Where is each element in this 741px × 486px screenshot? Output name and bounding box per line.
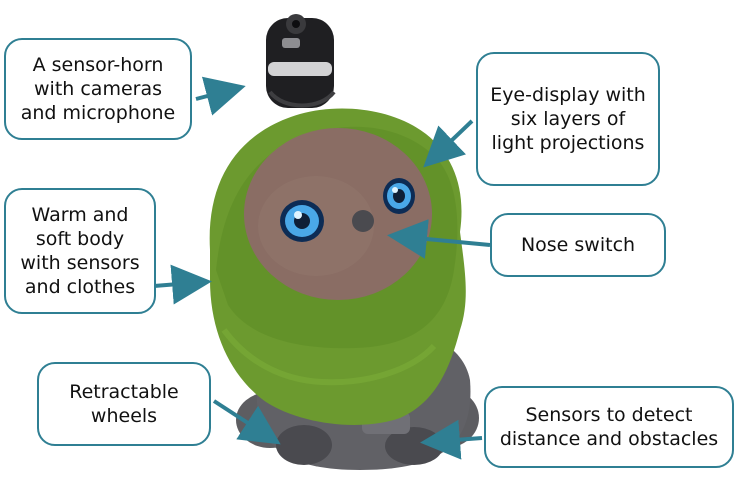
- callout-nose-switch: Nose switch: [490, 213, 666, 277]
- callout-body: Warm and soft body with sensors and clot…: [4, 188, 156, 314]
- nose-switch: [352, 210, 374, 232]
- face: [244, 128, 432, 300]
- sensor-horn: [266, 14, 334, 108]
- callout-wheels: Retractable wheels: [37, 362, 211, 446]
- callout-distance-sensors: Sensors to detect distance and obstacles: [484, 386, 734, 468]
- callout-sensor-horn: A sensor-horn with cameras and microphon…: [4, 38, 192, 140]
- callout-eye-display: Eye-display with six layers of light pro…: [476, 52, 660, 186]
- left-wheel: [276, 425, 332, 465]
